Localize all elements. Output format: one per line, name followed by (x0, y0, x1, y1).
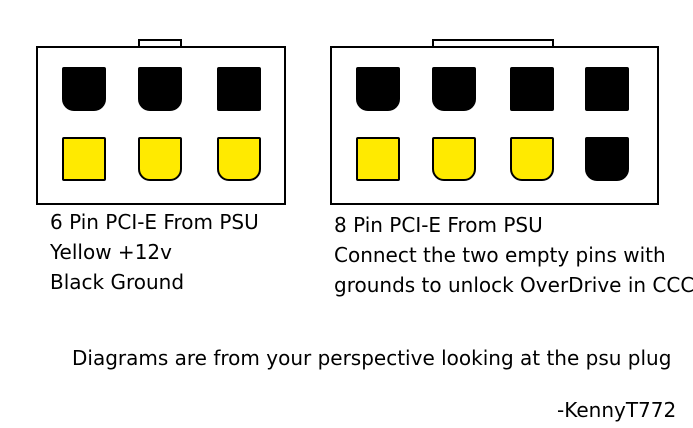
right-connector-pin-r1-c3 (510, 67, 554, 111)
left-connector-line-3: Black Ground (50, 270, 185, 294)
right-connector-line-2: Connect the two empty pins with (334, 243, 666, 267)
right-connector-pin-r1-c2 (432, 67, 476, 111)
left-connector-latch (138, 39, 182, 49)
left-connector-pin-r1-c1 (62, 67, 106, 111)
left-connector-pin-r1-c3 (217, 67, 261, 111)
right-connector-pin-r1-c4 (585, 67, 629, 111)
right-connector-latch (432, 39, 554, 49)
right-connector-pin-r2-c4 (585, 137, 629, 181)
left-connector-pin-r2-c3 (217, 137, 261, 181)
left-connector-line-2: Yellow +12v (50, 240, 172, 264)
right-connector-pin-r2-c1 (356, 137, 400, 181)
right-connector-pin-r2-c2 (432, 137, 476, 181)
right-connector-pin-r1-c1 (356, 67, 400, 111)
right-connector-line-3: grounds to unlock OverDrive in CCC (334, 273, 693, 297)
author-signature: -KennyT772 (557, 398, 677, 422)
left-connector-pin-r2-c1 (62, 137, 106, 181)
left-connector-pin-r1-c2 (138, 67, 182, 111)
left-connector-pin-r2-c2 (138, 137, 182, 181)
right-connector-line-1: 8 Pin PCI-E From PSU (334, 213, 543, 237)
right-connector-pin-r2-c3 (510, 137, 554, 181)
left-connector-line-1: 6 Pin PCI-E From PSU (50, 210, 259, 234)
perspective-note: Diagrams are from your perspective looki… (72, 346, 672, 370)
